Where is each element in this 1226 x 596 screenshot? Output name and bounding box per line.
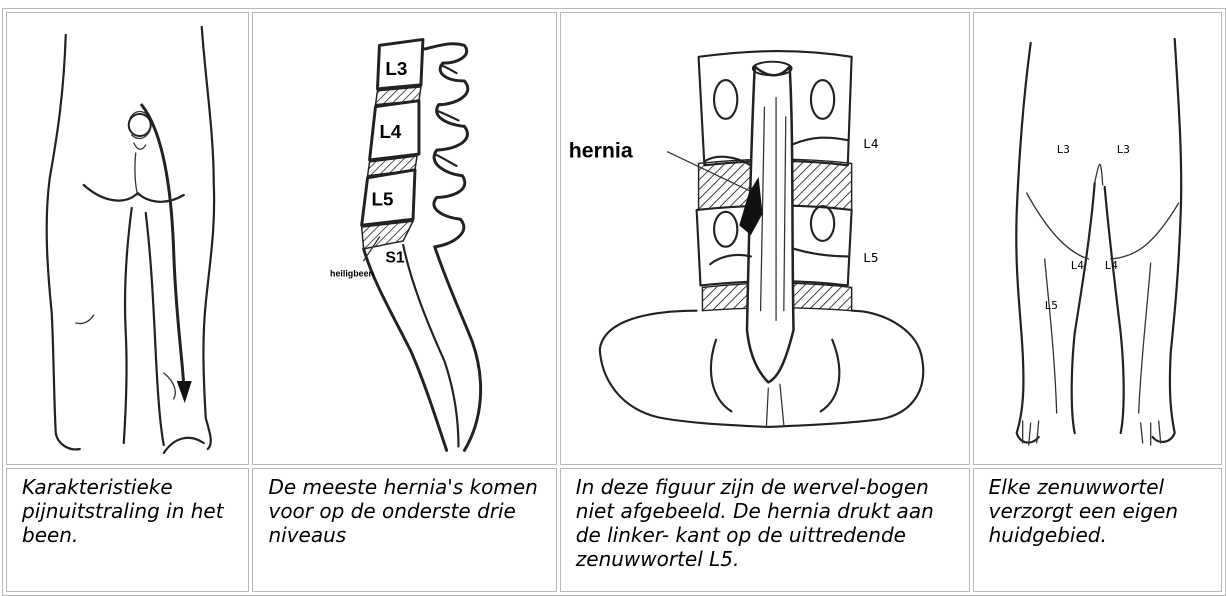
- label-l5: L5: [372, 188, 394, 209]
- spine-side-illustration: L3 L4 L5 S1 heiligbeen: [253, 13, 555, 464]
- panel-4-image: L3 L3 L4 L4 L5: [973, 12, 1222, 465]
- arrow-head-icon: [177, 381, 192, 403]
- leg-pain-illustration: [7, 13, 248, 464]
- label-l5: L5: [863, 250, 878, 265]
- panel-2-caption-cell: De meeste hernia's komen voor op de onde…: [252, 468, 556, 592]
- figure-table: L3 L4 L5 S1 heiligbeen: [2, 8, 1226, 596]
- label-l4: L4: [863, 136, 878, 151]
- panel-3-caption-cell: In deze figuur zijn de wervel-bogen niet…: [560, 468, 970, 592]
- label-l4-left: L4: [1070, 259, 1084, 272]
- sacrum-mark: [129, 114, 151, 136]
- label-hernia: hernia: [569, 139, 633, 163]
- panel-4-caption-cell: Elke zenuwwortel verzorgt een eigen huid…: [973, 468, 1222, 592]
- caption-row: Karakteristieke pijnuitstraling in het b…: [6, 468, 1222, 592]
- panel-1-caption-cell: Karakteristieke pijnuitstraling in het b…: [6, 468, 249, 592]
- label-sacrum: heiligbeen: [331, 269, 375, 279]
- label-l3-left: L3: [1056, 143, 1069, 156]
- label-l3: L3: [386, 58, 408, 79]
- panel-3-image: hernia L4 L5: [560, 12, 970, 465]
- panel-2-image: L3 L4 L5 S1 heiligbeen: [252, 12, 556, 465]
- label-l5-left: L5: [1044, 299, 1057, 312]
- panel-4-caption: Elke zenuwwortel verzorgt een eigen huid…: [989, 475, 1213, 547]
- label-l3-right: L3: [1116, 143, 1129, 156]
- panel-1-image: [6, 12, 249, 465]
- panel-2-caption: De meeste hernia's komen voor op de onde…: [268, 475, 547, 547]
- hernia-front-illustration: hernia L4 L5: [561, 13, 969, 464]
- dermatome-illustration: L3 L3 L4 L4 L5: [974, 13, 1221, 464]
- label-l4-right: L4: [1104, 259, 1118, 272]
- label-s1: S1: [386, 250, 406, 267]
- panel-3-caption: In deze figuur zijn de wervel-bogen niet…: [576, 475, 961, 571]
- label-l4: L4: [380, 121, 402, 142]
- image-row: L3 L4 L5 S1 heiligbeen: [6, 12, 1222, 465]
- panel-1-caption: Karakteristieke pijnuitstraling in het b…: [22, 475, 240, 547]
